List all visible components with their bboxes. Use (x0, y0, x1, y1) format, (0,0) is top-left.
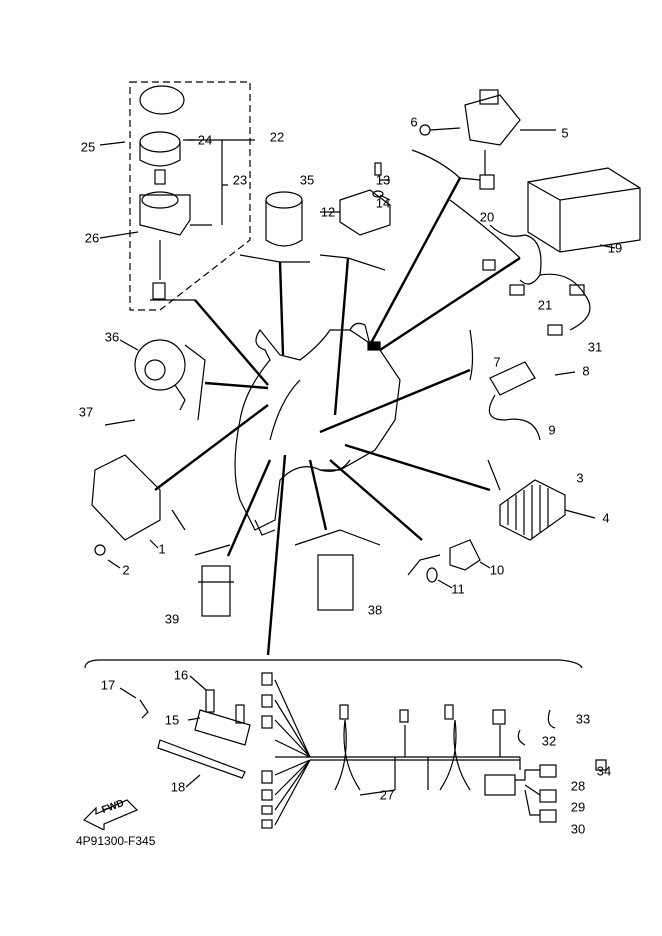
callout-21: 21 (537, 297, 553, 313)
harness-bracket (84, 659, 583, 669)
callout-28: 28 (570, 778, 586, 794)
callout-26: 26 (84, 230, 100, 246)
callout-10: 10 (489, 562, 505, 578)
callout-32: 32 (541, 733, 557, 749)
cdi-unit (91, 454, 161, 541)
horn (134, 339, 186, 391)
callout-9: 9 (548, 422, 556, 438)
callout-3: 3 (576, 470, 584, 486)
part-12 (339, 189, 391, 236)
callout-38: 38 (367, 602, 383, 618)
part-39 (201, 565, 231, 617)
part-38 (317, 554, 354, 611)
callout-30: 30 (570, 821, 586, 837)
battery (527, 167, 641, 253)
callout-16: 16 (173, 667, 189, 683)
callout-37: 37 (78, 404, 94, 420)
callout-33: 33 (575, 711, 591, 727)
main-switch-set-box (129, 81, 251, 311)
leader-lines (154, 177, 521, 656)
callout-19: 19 (607, 240, 623, 256)
callout-4: 4 (602, 510, 610, 526)
callout-18: 18 (170, 779, 186, 795)
wire-harness (261, 672, 557, 829)
callout-8: 8 (582, 363, 590, 379)
callout-5: 5 (561, 125, 569, 141)
callout-7: 7 (493, 354, 501, 370)
rectifier-regulator (499, 479, 566, 541)
callout-31: 31 (587, 339, 603, 355)
callout-20: 20 (479, 209, 495, 225)
callout-17: 17 (100, 677, 116, 693)
part-5-starter-relay (464, 94, 521, 146)
part-35 (265, 200, 303, 247)
callout-6: 6 (410, 114, 418, 130)
main-switch (139, 194, 191, 236)
ignition-coil (489, 361, 536, 396)
clamp-17 (139, 699, 149, 719)
callout-14: 14 (375, 195, 391, 211)
callout-22: 22 (269, 129, 285, 145)
callout-27: 27 (379, 787, 395, 803)
callout-29: 29 (570, 799, 586, 815)
callout-24: 24 (197, 132, 213, 148)
callout-36: 36 (104, 329, 120, 345)
scooter-outline (234, 322, 401, 536)
callout-2: 2 (122, 562, 130, 578)
callout-12: 12 (320, 204, 336, 220)
callout-25: 25 (80, 139, 96, 155)
fwd-arrow-icon (82, 799, 139, 830)
callout-15: 15 (164, 712, 180, 728)
callout-39: 39 (164, 611, 180, 627)
bracket-15 (194, 709, 251, 746)
callout-34: 34 (596, 763, 612, 779)
callout-23: 23 (232, 172, 248, 188)
cable-tie-18 (157, 739, 246, 779)
callout-35: 35 (299, 172, 315, 188)
diagram-code: 4P91300-F345 (76, 834, 156, 848)
fuse-box (484, 774, 516, 796)
part-10 (449, 539, 481, 571)
callout-11: 11 (451, 581, 465, 597)
switch-cap (139, 85, 185, 115)
callout-1: 1 (158, 541, 166, 557)
callout-13: 13 (375, 172, 391, 188)
switch-ring (139, 131, 181, 153)
